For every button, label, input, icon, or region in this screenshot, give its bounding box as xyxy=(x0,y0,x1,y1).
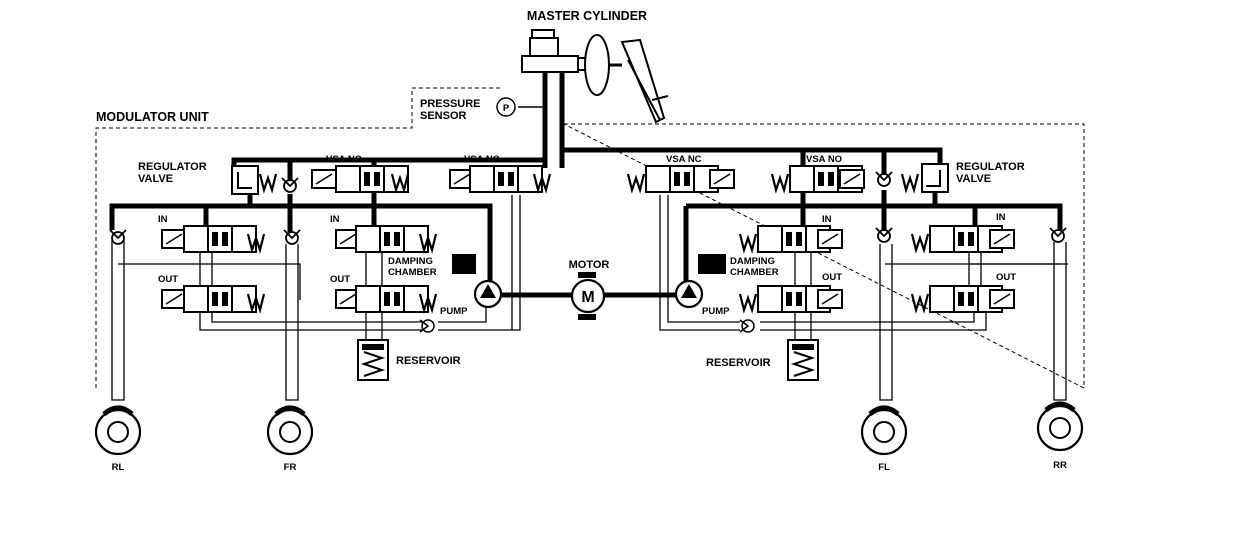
in-valve-right-2 xyxy=(910,225,1015,253)
damping-chamber-right xyxy=(698,254,726,274)
damping-chamber-left xyxy=(452,254,476,274)
regulator-valve-right xyxy=(900,163,949,193)
motor-symbol: M xyxy=(581,289,594,306)
pressure-sensor: P xyxy=(496,97,545,117)
in-valve-left-2 xyxy=(335,225,438,253)
damping-chamber-right-label-1: DAMPING xyxy=(730,256,775,267)
vsa-no-valve-left xyxy=(311,165,410,193)
vsa-no-valve-right xyxy=(770,165,865,193)
wheel-fl-label: FL xyxy=(878,462,890,473)
wheel-brake-rl xyxy=(94,405,142,456)
vsa-nc-valve-right xyxy=(626,165,735,193)
vsa-nc-right-label: VSA NC xyxy=(666,154,702,165)
wheel-brake-fr xyxy=(266,405,314,456)
out-valve-left-2 xyxy=(335,285,438,313)
wheel-fr-label: FR xyxy=(284,462,297,473)
damping-chamber-left-label-2: CHAMBER xyxy=(388,267,437,278)
wheel-brake-fl xyxy=(860,405,908,456)
master-cylinder xyxy=(521,29,587,73)
damping-chamber-right-label-2: CHAMBER xyxy=(730,267,779,278)
regulator-valve-right-label-1: REGULATOR xyxy=(956,161,1025,173)
master-cylinder-label: MASTER CYLINDER xyxy=(527,9,647,23)
wheel-brake-rr xyxy=(1036,401,1084,452)
damping-chamber-left-label-1: DAMPING xyxy=(388,256,433,267)
vsa-nc-left-label: VSA NC xyxy=(464,154,500,165)
out-valve-right-1 xyxy=(738,285,843,313)
check-valve-fr xyxy=(283,229,301,245)
regulator-valve-right-label-2: VALVE xyxy=(956,173,991,185)
pressure-sensor-label-2: SENSOR xyxy=(420,110,467,122)
in-label-2: IN xyxy=(330,214,340,225)
check-valve-fl xyxy=(875,227,893,243)
pressure-symbol: P xyxy=(503,103,510,114)
motor-label: MOTOR xyxy=(569,259,610,271)
in-label-3: IN xyxy=(822,214,832,225)
vsa-nc-valve-left xyxy=(449,165,552,193)
check-valve-left-upper xyxy=(281,177,299,193)
wheel-rl-label: RL xyxy=(112,462,125,473)
pump-left-label: PUMP xyxy=(440,306,468,317)
in-valve-right-1 xyxy=(738,225,843,253)
brake-booster xyxy=(584,34,622,96)
out-label-3: OUT xyxy=(822,272,842,283)
out-label-4: OUT xyxy=(996,272,1016,283)
regulator-valve-left-label-1: REGULATOR xyxy=(138,161,207,173)
vsa-no-right-label: VSA NO xyxy=(806,154,842,165)
pump-right-label: PUMP xyxy=(702,306,730,317)
in-label-4: IN xyxy=(996,212,1006,223)
motor: M xyxy=(570,272,606,320)
reservoir-left-label: RESERVOIR xyxy=(396,355,461,367)
regulator-valve-left xyxy=(231,165,278,195)
modulator-unit-boundary xyxy=(95,87,1085,389)
in-label-1: IN xyxy=(158,214,168,225)
in-valve-left-1 xyxy=(161,225,266,253)
check-valve-rr xyxy=(1049,227,1067,243)
check-valve-pump-left xyxy=(419,319,435,333)
pump-left xyxy=(473,279,503,309)
check-valve-right-upper xyxy=(875,171,893,187)
brake-pedal xyxy=(620,38,669,124)
check-valve-pump-right xyxy=(739,319,755,333)
wheel-rr-label: RR xyxy=(1053,460,1067,471)
pump-right xyxy=(674,279,704,309)
vsa-no-left-label: VSA NO xyxy=(326,154,362,165)
pressure-sensor-label-1: PRESSURE xyxy=(420,98,481,110)
reservoir-left xyxy=(357,339,389,381)
return-lines xyxy=(111,195,1068,401)
check-valve-rl xyxy=(109,229,127,245)
out-label-1: OUT xyxy=(158,274,178,285)
out-valve-left-1 xyxy=(161,285,266,313)
reservoir-right xyxy=(787,339,819,381)
out-label-2: OUT xyxy=(330,274,350,285)
reservoir-right-label: RESERVOIR xyxy=(706,357,771,369)
modulator-unit-label: MODULATOR UNIT xyxy=(96,110,209,124)
regulator-valve-left-label-2: VALVE xyxy=(138,173,173,185)
